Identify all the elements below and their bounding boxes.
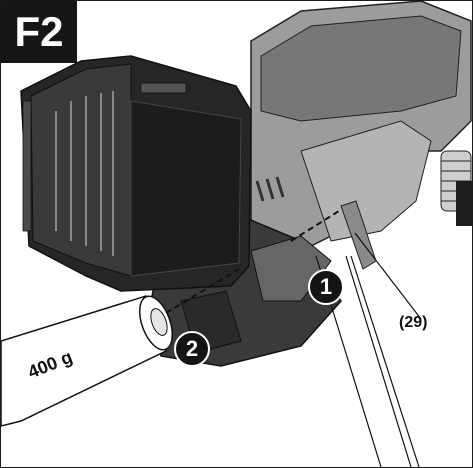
part-reference-label: (29) — [399, 314, 428, 331]
step-1-badge: 1 — [308, 269, 344, 305]
figure-label: F2 — [1, 1, 77, 63]
motion-lines — [165, 210, 340, 314]
step-2-badge: 2 — [174, 331, 210, 367]
battery-pack-icon — [20, 55, 252, 292]
grease-cartridge-icon — [1, 295, 174, 427]
leader-lines — [315, 232, 422, 467]
